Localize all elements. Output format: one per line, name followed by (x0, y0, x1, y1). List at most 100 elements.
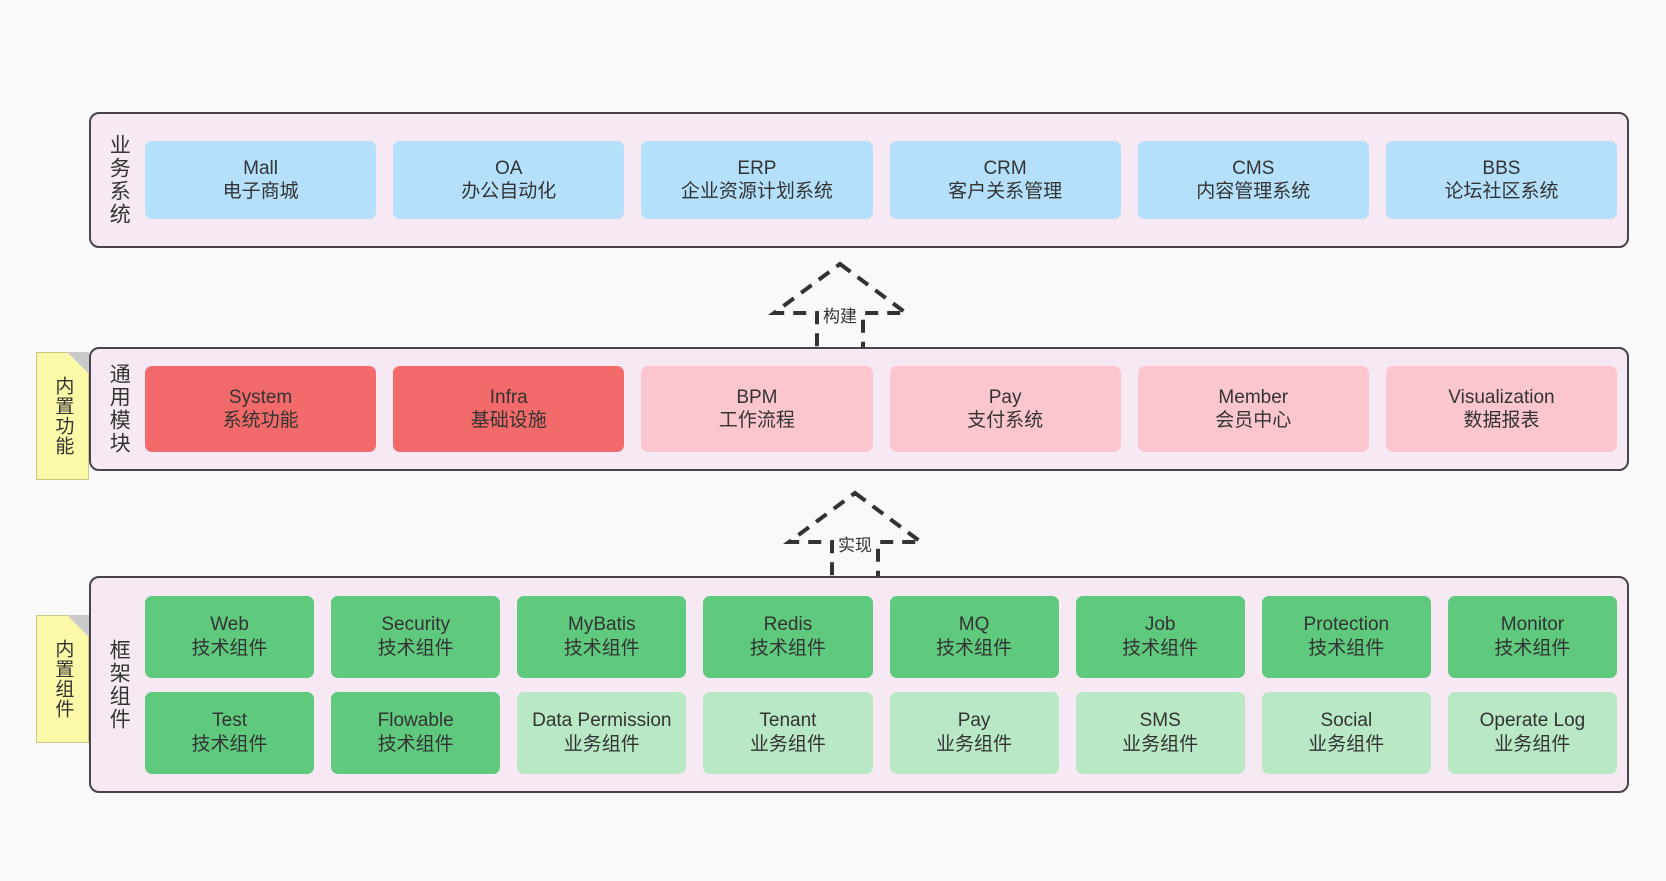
card-title: SMS (1139, 710, 1181, 732)
layer-business-system: 业务系统 Mall 电子商城 OA 办公自动化 ERP 企业资源计划系统 CRM… (89, 112, 1629, 248)
card-flowable[interactable]: Flowable 技术组件 (331, 691, 501, 774)
layer-title-framework-components: 框架组件 (107, 638, 131, 731)
card-visualization[interactable]: Visualization 数据报表 (1385, 366, 1618, 452)
card-title: CMS (1232, 157, 1275, 179)
card-subtitle: 技术组件 (563, 637, 640, 659)
card-crm[interactable]: CRM 客户关系管理 (889, 141, 1121, 219)
connector-build-arrow: 构建 (760, 258, 920, 358)
note-builtin-features: 内置功能 (36, 352, 89, 480)
card-subtitle: 技术组件 (1308, 637, 1385, 659)
card-pay[interactable]: Pay 支付系统 (889, 366, 1121, 452)
card-data-permission[interactable]: Data Permission 业务组件 (517, 691, 687, 774)
card-subtitle: 业务组件 (1494, 733, 1571, 755)
card-subtitle: 业务组件 (749, 733, 826, 755)
card-title: BPM (736, 386, 778, 408)
card-sms[interactable]: SMS 业务组件 (1075, 691, 1245, 774)
card-subtitle: 工作流程 (718, 410, 795, 431)
card-row: Test 技术组件 Flowable 技术组件 Data Permission … (145, 691, 1617, 774)
card-title: ERP (737, 157, 777, 179)
card-title: Pay (988, 386, 1022, 408)
card-tenant[interactable]: Tenant 业务组件 (703, 691, 873, 774)
card-title: Flowable (377, 710, 454, 732)
card-subtitle: 基础设施 (470, 410, 547, 431)
card-monitor[interactable]: Monitor 技术组件 (1447, 595, 1617, 678)
card-title: Tenant (759, 710, 817, 732)
card-subtitle: 技术组件 (191, 637, 268, 659)
layer-body-framework-components: Web 技术组件 Security 技术组件 MyBatis 技术组件 Redi… (135, 584, 1617, 785)
card-title: MQ (958, 614, 990, 636)
card-mall[interactable]: Mall 电子商城 (145, 141, 377, 219)
note-label: 内置功能 (52, 376, 74, 456)
card-title: Protection (1303, 614, 1390, 636)
card-security[interactable]: Security 技术组件 (331, 595, 501, 678)
card-protection[interactable]: Protection 技术组件 (1261, 595, 1431, 678)
card-title: Social (1320, 710, 1373, 732)
card-title: Security (381, 614, 450, 636)
dashed-up-arrow-icon (782, 490, 928, 585)
card-operate-log[interactable]: Operate Log 业务组件 (1447, 691, 1617, 774)
layer-body-common-modules: System 系统功能 Infra 基础设施 BPM 工作流程 Pay 支付系统… (135, 355, 1618, 463)
card-social[interactable]: Social 业务组件 (1261, 691, 1431, 774)
card-infra[interactable]: Infra 基础设施 (393, 366, 625, 452)
card-subtitle: 业务组件 (936, 733, 1013, 755)
card-title: Web (210, 614, 249, 636)
card-bbs[interactable]: BBS 论坛社区系统 (1385, 141, 1618, 219)
connector-implement-arrow: 实现 (775, 487, 935, 587)
card-subtitle: 技术组件 (936, 637, 1013, 659)
card-bpm[interactable]: BPM 工作流程 (641, 366, 873, 452)
card-title: CRM (983, 157, 1027, 179)
card-row: System 系统功能 Infra 基础设施 BPM 工作流程 Pay 支付系统… (145, 366, 1618, 452)
card-subtitle: 数据报表 (1463, 410, 1540, 431)
card-erp[interactable]: ERP 企业资源计划系统 (641, 141, 873, 219)
layer-title-common-modules: 通用模块 (107, 363, 131, 455)
card-job[interactable]: Job 技术组件 (1075, 595, 1245, 678)
card-title: MyBatis (568, 614, 636, 636)
dashed-up-arrow-icon (767, 261, 913, 356)
card-test[interactable]: Test 技术组件 (145, 691, 315, 774)
card-member[interactable]: Member 会员中心 (1137, 366, 1369, 452)
connector-build-label: 构建 (823, 307, 857, 326)
card-mybatis[interactable]: MyBatis 技术组件 (517, 595, 687, 678)
card-title: Redis (763, 614, 813, 636)
card-subtitle: 技术组件 (191, 733, 268, 755)
card-subtitle: 办公自动化 (461, 181, 557, 202)
layer-common-modules: 通用模块 System 系统功能 Infra 基础设施 BPM 工作流程 Pay… (89, 347, 1629, 471)
card-mq[interactable]: MQ 技术组件 (889, 595, 1059, 678)
card-cms[interactable]: CMS 内容管理系统 (1137, 141, 1369, 219)
card-subtitle: 技术组件 (377, 637, 454, 659)
card-oa[interactable]: OA 办公自动化 (393, 141, 625, 219)
card-subtitle: 客户关系管理 (948, 181, 1063, 202)
card-redis[interactable]: Redis 技术组件 (703, 595, 873, 678)
card-subtitle: 系统功能 (222, 410, 299, 431)
layer-body-business-system: Mall 电子商城 OA 办公自动化 ERP 企业资源计划系统 CRM 客户关系… (135, 120, 1618, 240)
connector-implement-label: 实现 (838, 536, 872, 555)
card-title: Operate Log (1479, 710, 1586, 732)
card-subtitle: 电子商城 (222, 181, 299, 202)
card-row: Web 技术组件 Security 技术组件 MyBatis 技术组件 Redi… (145, 595, 1617, 678)
card-title: Member (1218, 386, 1289, 408)
card-title: Visualization (1448, 386, 1555, 408)
card-title: Mall (243, 157, 278, 179)
layer-title-business-system: 业务系统 (107, 134, 131, 226)
card-title: BBS (1482, 157, 1521, 179)
card-title: Pay (957, 710, 991, 732)
card-subtitle: 技术组件 (1122, 637, 1199, 659)
card-pay-business[interactable]: Pay 业务组件 (889, 691, 1059, 774)
card-subtitle: 论坛社区系统 (1444, 181, 1559, 202)
card-title: Infra (489, 386, 528, 408)
card-title: Monitor (1500, 614, 1565, 636)
card-subtitle: 业务组件 (1308, 733, 1385, 755)
card-subtitle: 业务组件 (1122, 733, 1199, 755)
card-subtitle: 企业资源计划系统 (680, 181, 833, 202)
note-builtin-components: 内置组件 (36, 615, 89, 743)
note-label: 内置组件 (52, 639, 74, 719)
card-title: Job (1144, 614, 1176, 636)
layer-framework-components: 框架组件 Web 技术组件 Security 技术组件 MyBatis 技术组件… (89, 576, 1629, 793)
card-subtitle: 技术组件 (749, 637, 826, 659)
card-system[interactable]: System 系统功能 (145, 366, 377, 452)
card-title: System (228, 386, 293, 408)
card-title: OA (495, 157, 523, 179)
card-web[interactable]: Web 技术组件 (145, 595, 315, 678)
card-subtitle: 业务组件 (563, 733, 640, 755)
